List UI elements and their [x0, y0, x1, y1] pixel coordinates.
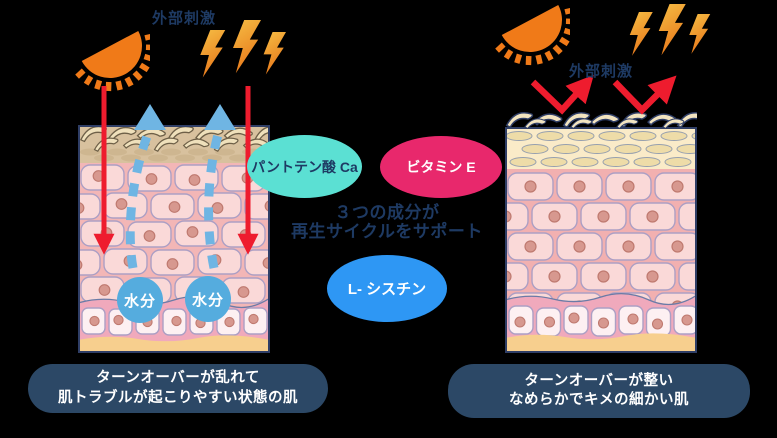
- support-line2: 再生サイクルをサポート: [291, 222, 483, 241]
- caption-line2: なめらかでキメの細かい肌: [509, 392, 689, 408]
- ingredient-bubble-cystine: L- シスチン: [327, 255, 447, 322]
- caption-healthy-skin: ターンオーバーが整い なめらかでキメの細かい肌: [448, 364, 750, 418]
- lightning-icons-right: [629, 4, 711, 56]
- caption-damaged-skin: ターンオーバーが乱れて 肌トラブルが起こりやすい状態の肌: [28, 364, 328, 413]
- moisture-circle: 水分: [185, 276, 231, 322]
- lightning-icons-left: [200, 20, 286, 78]
- sun-icon: [495, 4, 570, 66]
- skin-cross-section-healthy: [505, 112, 697, 353]
- stimuli-label-right: 外部刺激: [569, 63, 634, 80]
- stimuli-label-left: 外部刺激: [152, 10, 217, 27]
- uv-arrow-down-icon: [93, 86, 259, 255]
- ingredient-bubble-vitamin-e: ビタミン E: [380, 136, 502, 198]
- sun-icon: [75, 30, 150, 92]
- moisture-escape-arrow-icon: [125, 104, 236, 269]
- moisture-circle: 水分: [117, 277, 163, 323]
- caption-line2: 肌トラブルが起こりやすい状態の肌: [58, 389, 298, 406]
- support-line1: ３つの成分が: [334, 203, 440, 222]
- reflected-arrow-icon: [530, 74, 677, 115]
- ingredient-bubble-pantothenate: パントテン酸 Ca: [247, 135, 362, 198]
- support-text: ３つの成分が 再生サイクルをサポート: [270, 203, 504, 241]
- caption-line1: ターンオーバーが乱れて: [96, 370, 260, 386]
- caption-line1: ターンオーバーが整い: [524, 372, 674, 389]
